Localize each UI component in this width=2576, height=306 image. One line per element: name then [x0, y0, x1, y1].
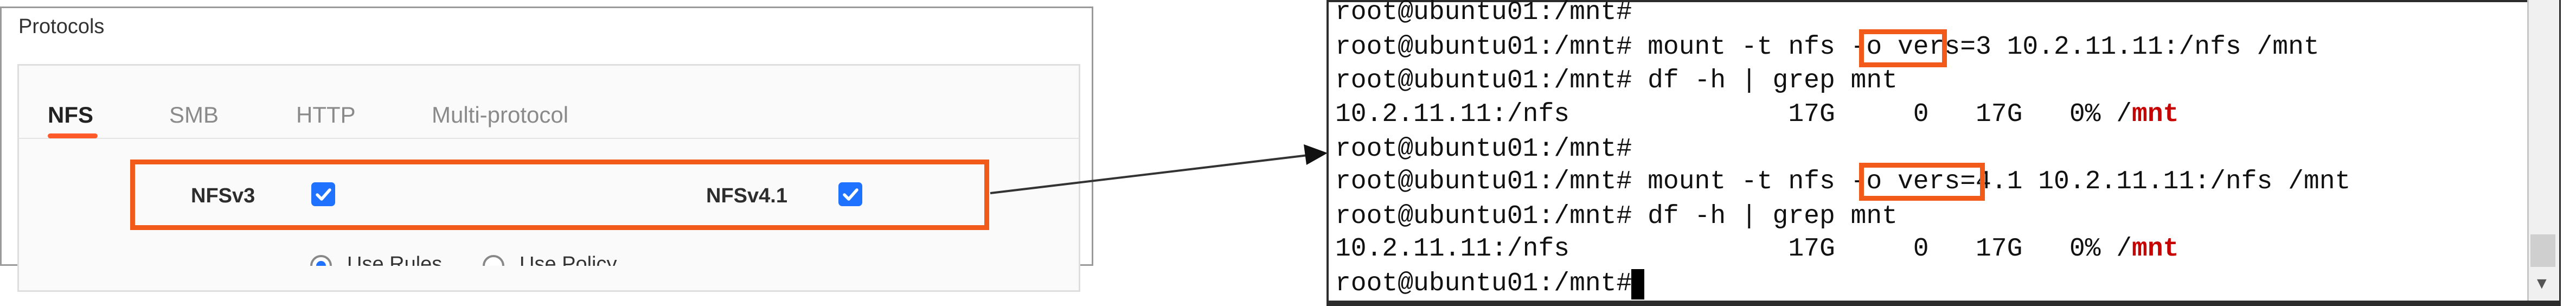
- use-rules-label: Use Rules: [347, 253, 443, 266]
- mount-point-highlight: mnt: [2132, 100, 2179, 129]
- mount-point-highlight: mnt: [2132, 234, 2179, 264]
- vers3-highlight: [1859, 29, 1947, 67]
- active-tab-indicator: [48, 133, 98, 138]
- tab-http[interactable]: HTTP: [296, 102, 356, 127]
- scroll-down-arrow-icon[interactable]: ▼: [2534, 275, 2550, 292]
- use-policy-label: Use Policy: [520, 253, 617, 266]
- terminal-line: root@ubuntu01:/mnt# mount -t nfs -o vers…: [1335, 167, 2351, 196]
- terminal-cursor: [1631, 269, 1644, 299]
- protocol-tab-container: [17, 64, 1080, 292]
- tab-multi-protocol[interactable]: Multi-protocol: [432, 102, 569, 127]
- df-output: 10.2.11.11:/nfs 17G 0 17G 0% /: [1335, 100, 2132, 129]
- df-output: 10.2.11.11:/nfs 17G 0 17G 0% /: [1335, 234, 2132, 264]
- scrollbar-thumb[interactable]: [2530, 234, 2555, 267]
- terminal-line: 10.2.11.11:/nfs 17G 0 17G 0% /mnt: [1335, 99, 2178, 130]
- checkmark-icon: [843, 188, 858, 201]
- checkmark-icon: [316, 188, 331, 201]
- vers41-highlight: [1859, 163, 1985, 201]
- terminal-line: root@ubuntu01:/mnt#: [1335, 0, 1632, 27]
- terminal-line: root@ubuntu01:/mnt# df -h | grep mnt: [1335, 66, 1898, 95]
- tab-nfs[interactable]: NFS: [48, 102, 93, 127]
- nfsv3-label: NFSv3: [191, 184, 255, 207]
- terminal-line: root@ubuntu01:/mnt#: [1335, 269, 1632, 298]
- nfsv41-checkbox[interactable]: [838, 182, 862, 206]
- nfsv41-label: NFSv4.1: [706, 184, 787, 207]
- terminal-line: root@ubuntu01:/mnt# df -h | grep mnt: [1335, 202, 1898, 231]
- tab-smb[interactable]: SMB: [169, 102, 219, 127]
- terminal-line: root@ubuntu01:/mnt#: [1335, 135, 1632, 164]
- terminal-line: 10.2.11.11:/nfs 17G 0 17G 0% /mnt: [1335, 233, 2178, 265]
- tab-divider: [18, 138, 1079, 139]
- terminal-line: root@ubuntu01:/mnt# mount -t nfs -o vers…: [1335, 33, 2319, 62]
- nfs-versions-highlight: [130, 160, 989, 230]
- nfsv3-checkbox[interactable]: [311, 182, 335, 206]
- panel-title: Protocols: [18, 15, 105, 38]
- radio-clip: Use Rules Use Policy: [0, 0, 1093, 266]
